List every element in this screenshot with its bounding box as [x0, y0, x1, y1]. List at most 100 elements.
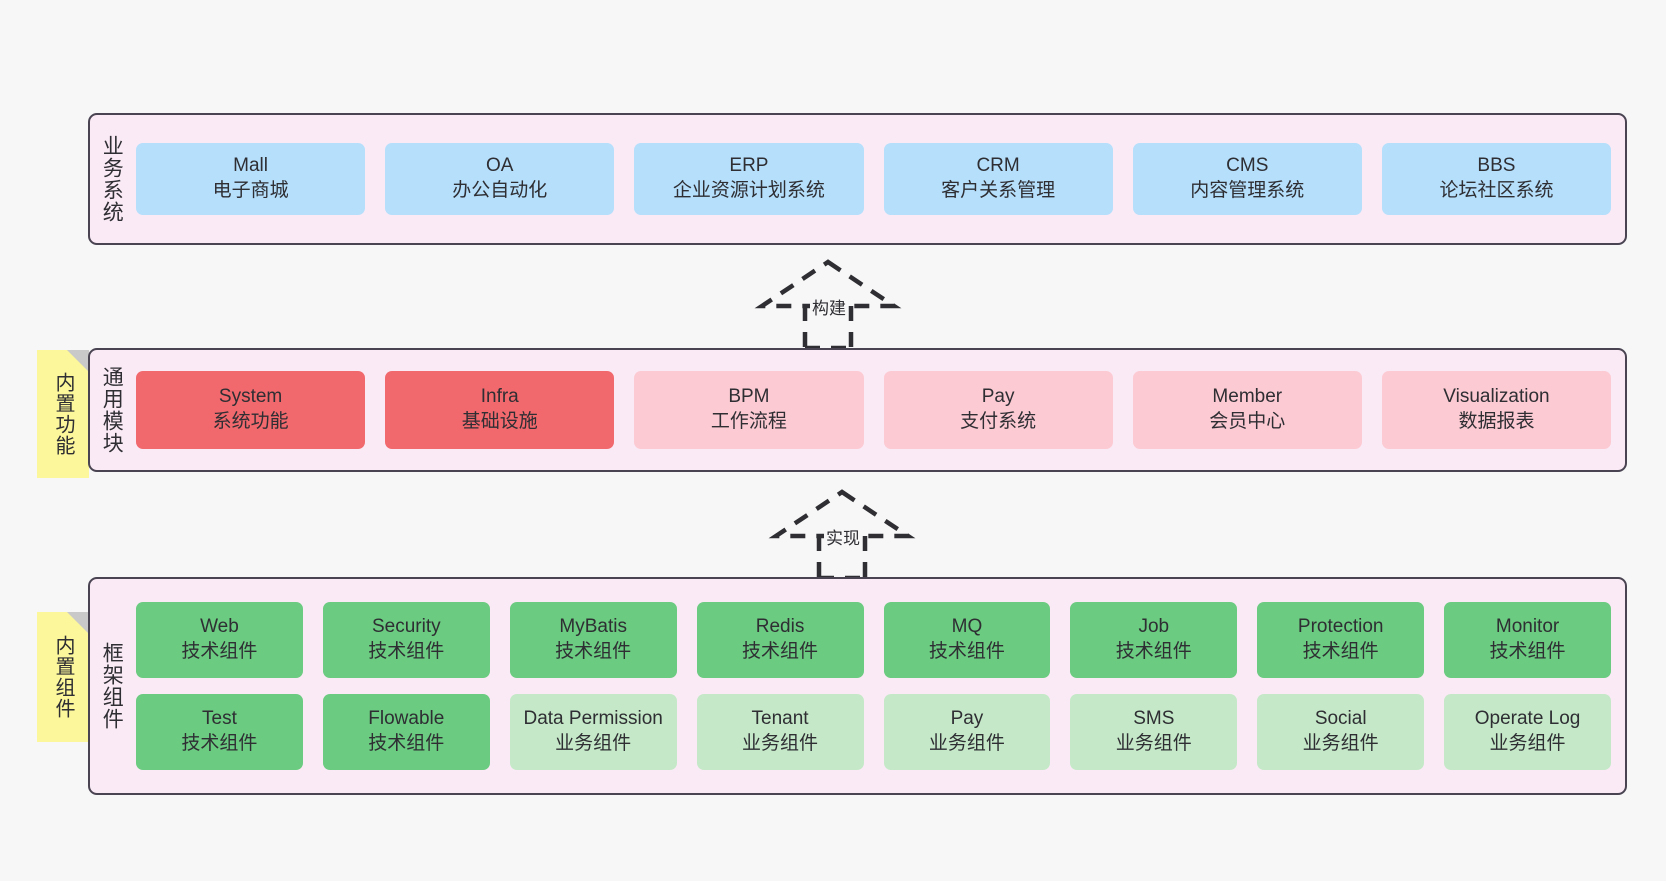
node-framework-tenant[interactable]: Tenant 业务组件: [696, 694, 864, 770]
node-common-pay[interactable]: Pay 支付系统: [883, 371, 1113, 449]
node-subtitle: 业务组件: [1115, 733, 1192, 754]
node-common-bpm[interactable]: BPM 工作流程: [634, 371, 864, 449]
node-framework-monitor[interactable]: Monitor 技术组件: [1444, 602, 1611, 678]
node-subtitle: 技术组件: [181, 641, 258, 662]
node-common-infra[interactable]: Infra 基础设施: [385, 371, 615, 449]
node-framework-mybatis[interactable]: MyBatis 技术组件: [509, 602, 677, 678]
node-subtitle: 数据报表: [1458, 411, 1535, 432]
node-title: Visualization: [1443, 386, 1550, 408]
node-subtitle: 业务组件: [1489, 733, 1566, 754]
node-title: Test: [202, 708, 237, 730]
node-subtitle: 技术组件: [928, 641, 1005, 662]
node-title: MQ: [951, 616, 983, 638]
node-subtitle: 基础设施: [461, 411, 538, 432]
node-framework-flowable[interactable]: Flowable 技术组件: [322, 694, 490, 770]
node-subtitle: 会员中心: [1209, 411, 1286, 432]
node-common-visualization[interactable]: Visualization 数据报表: [1381, 371, 1612, 449]
node-subtitle: 技术组件: [368, 733, 445, 754]
node-business-cms[interactable]: CMS 内容管理系统: [1132, 143, 1362, 215]
node-business-oa[interactable]: OA 办公自动化: [385, 143, 615, 215]
node-subtitle: 业务组件: [555, 733, 632, 754]
node-subtitle: 系统功能: [212, 411, 289, 432]
node-subtitle: 企业资源计划系统: [672, 180, 825, 201]
arrow-build: 构建: [754, 258, 902, 351]
panel-label-common-module: 通用模块: [100, 366, 124, 454]
node-framework-mq[interactable]: MQ 技术组件: [883, 602, 1051, 678]
node-subtitle: 技术组件: [555, 641, 632, 662]
node-subtitle: 技术组件: [1489, 641, 1566, 662]
node-subtitle: 论坛社区系统: [1439, 180, 1554, 201]
node-framework-operate-log[interactable]: Operate Log 业务组件: [1444, 694, 1611, 770]
node-title: Monitor: [1495, 616, 1560, 638]
node-framework-redis[interactable]: Redis 技术组件: [696, 602, 864, 678]
node-subtitle: 技术组件: [368, 641, 445, 662]
node-subtitle: 技术组件: [742, 641, 819, 662]
panel-label-framework-component: 框架组件: [100, 642, 124, 730]
node-subtitle: 工作流程: [710, 411, 787, 432]
node-framework-sms[interactable]: SMS 业务组件: [1070, 694, 1238, 770]
node-title: Redis: [755, 616, 805, 638]
node-framework-job[interactable]: Job 技术组件: [1070, 602, 1238, 678]
node-title: Infra: [480, 386, 519, 408]
panel-label-business-system: 业务系统: [100, 135, 124, 223]
node-title: Job: [1138, 616, 1170, 638]
node-framework-data-permission[interactable]: Data Permission 业务组件: [509, 694, 677, 770]
node-framework-test[interactable]: Test 技术组件: [136, 694, 303, 770]
node-title: Security: [371, 616, 441, 638]
node-business-crm[interactable]: CRM 客户关系管理: [883, 143, 1113, 215]
node-title: CMS: [1226, 155, 1269, 177]
node-subtitle: 办公自动化: [452, 180, 548, 201]
node-framework-security[interactable]: Security 技术组件: [322, 602, 490, 678]
node-title: BPM: [728, 386, 770, 408]
node-title: Member: [1212, 386, 1283, 408]
node-subtitle: 客户关系管理: [941, 180, 1056, 201]
node-title: MyBatis: [559, 616, 627, 638]
node-subtitle: 技术组件: [181, 733, 258, 754]
node-title: Mall: [233, 155, 268, 177]
arrow-implement-label: 实现: [824, 524, 862, 549]
node-title: Flowable: [368, 708, 445, 730]
node-title: SMS: [1133, 708, 1175, 730]
node-title: OA: [486, 155, 514, 177]
arrow-build-label: 构建: [810, 294, 848, 319]
node-business-bbs[interactable]: BBS 论坛社区系统: [1381, 143, 1612, 215]
node-framework-social[interactable]: Social 业务组件: [1257, 694, 1425, 770]
node-subtitle: 支付系统: [960, 411, 1037, 432]
node-title: Protection: [1297, 616, 1384, 638]
arrowhead-implement-triangle: [768, 489, 916, 539]
node-subtitle: 技术组件: [1115, 641, 1192, 662]
note-builtin-function: 内置功能: [37, 350, 89, 478]
note-builtin-component-label: 内置组件: [52, 635, 74, 719]
node-subtitle: 业务组件: [742, 733, 819, 754]
node-subtitle: 业务组件: [1302, 733, 1379, 754]
node-title: Pay: [981, 386, 1015, 408]
node-title: CRM: [976, 155, 1020, 177]
node-title: Pay: [950, 708, 984, 730]
node-business-mall[interactable]: Mall 电子商城: [136, 143, 366, 215]
node-common-member[interactable]: Member 会员中心: [1132, 371, 1362, 449]
node-subtitle: 内容管理系统: [1190, 180, 1305, 201]
node-title: Operate Log: [1474, 708, 1581, 730]
node-subtitle: 电子商城: [212, 180, 289, 201]
node-title: Social: [1314, 708, 1367, 730]
arrowhead-build-triangle: [754, 259, 902, 309]
node-title: BBS: [1477, 155, 1516, 177]
node-title: Data Permission: [523, 708, 663, 730]
note-builtin-function-label: 内置功能: [52, 372, 74, 456]
node-title: Tenant: [751, 708, 809, 730]
